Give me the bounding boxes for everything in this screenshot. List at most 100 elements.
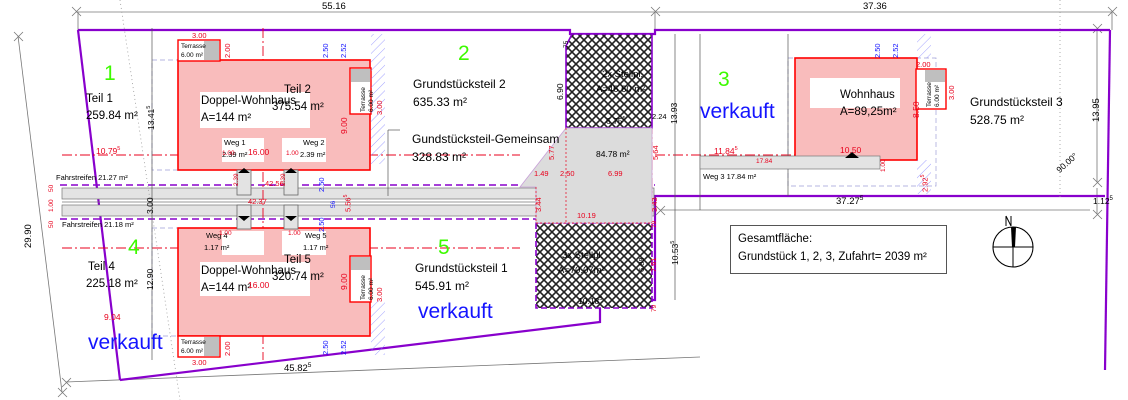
dim-300-t1: 3.00 (375, 100, 384, 115)
weg2-label: Weg 2 (303, 138, 325, 147)
dim-75: 75 (563, 40, 570, 48)
building-duplex-bottom (177, 204, 372, 358)
dim-blue-250e: 2.50 (317, 217, 326, 232)
dim-239a: 2.39 (233, 173, 240, 186)
dotted-guides (119, 0, 1061, 400)
dim-blue-252c: 2.52 (891, 43, 900, 58)
weg3-dim: 17.84 (756, 158, 773, 165)
gst2-name: Grundstücksteil 2 (413, 77, 506, 91)
dim-564: 5.64 (651, 145, 660, 160)
dim-690: 6.90 (555, 83, 565, 100)
dim-761: 7.61 (649, 257, 658, 272)
dim-1184: 11.845 (714, 145, 738, 156)
weg5-area: 1.17 m² (303, 243, 329, 252)
terrasse-area-2: 6.00 m² (181, 348, 204, 355)
dim-343: 3.43 (650, 197, 659, 212)
dim-224: 2.24 (652, 112, 667, 121)
dim-blue-56: 56 (330, 200, 337, 208)
gemeinsam-area: 328.83 m² (412, 150, 467, 164)
dim-200-t2: 2.00 (223, 341, 232, 356)
weg4-area: 1.17 m² (204, 243, 230, 252)
sold-label-center: verkauft (418, 300, 493, 323)
parking-lower-label: 3x Stellpl. (562, 250, 604, 261)
parking-upper (565, 33, 653, 129)
dim-200-wh: 2.00 (916, 60, 931, 69)
dim-300-t2: 3.00 (375, 287, 384, 302)
dim-50b: 50 (48, 220, 55, 228)
gst1-area: 545.91 m² (415, 279, 470, 293)
dim-1050: 10.50 (840, 145, 862, 155)
dim-1600-bot: 16.00 (248, 280, 270, 290)
dim-300-bot: 3.00 (192, 358, 207, 367)
wohnhaus-area: A=89,25m² (840, 106, 897, 118)
house-top-label: Doppel-Wohnhaus (201, 95, 297, 107)
dim-250-red: 2.50 (560, 169, 575, 178)
dim-v904: 9.04 (104, 312, 121, 322)
dim-675: 6.755 (606, 115, 626, 126)
dim-50a: 50 (48, 184, 55, 192)
dim-149: 1.49 (534, 169, 549, 178)
teil4-area: 225.18 m² (86, 278, 138, 290)
dim-100c: 1.00 (219, 230, 232, 237)
dim-top-left: 55.16 (322, 1, 346, 12)
dim-v1079: 10.795 (96, 145, 121, 156)
parcel-number-4: 4 (128, 236, 140, 259)
dim-left-outer: 29.90 (23, 224, 34, 248)
dim-79a: 79 (651, 220, 658, 228)
house-bottom-area: A=144 m² (201, 282, 252, 294)
compass-rose (992, 215, 1034, 268)
dim-v1341: 13.415 (145, 105, 156, 130)
legend-line2: Grundstück 1, 2, 3, Zufahrt= 2039 m² (738, 250, 927, 263)
dim-4256: 42.56 (265, 179, 284, 188)
gst3-area: 528.75 m² (970, 113, 1025, 127)
terrasse-label-3: Terrasse (360, 87, 367, 112)
house-bottom-label: Doppel-Wohnhaus (201, 265, 297, 277)
dim-577: 5.77 (547, 145, 556, 160)
parking-upper-area: A=46,60 m² (596, 84, 646, 95)
teil2-name: Teil 2 (284, 84, 311, 96)
dim-bottom-right: 37.275 (836, 195, 864, 208)
dim-1393: 13.93 (669, 102, 679, 124)
dim-right-lower: 1.125 (1093, 195, 1113, 206)
teil1-name: Teil 1 (86, 93, 113, 105)
dim-blue-250b: 2.50 (321, 340, 330, 355)
dim-100: 1.00 (48, 199, 55, 212)
parcel-number-5: 5 (438, 236, 450, 259)
dim-900-bot: 9.00 (339, 273, 349, 290)
dim-344: 3.44 (534, 197, 543, 212)
dim-blue-250c: 2.50 (873, 43, 882, 58)
parcel-number-3: 3 (718, 68, 730, 91)
dim-1018: 10.185 (578, 295, 603, 306)
dim-292: 2.925 (920, 174, 930, 192)
dim-900-top: 9.00 (339, 117, 349, 134)
weg2-area: 2.39 m² (300, 150, 326, 159)
wohnhaus-label: Wohnhaus (840, 89, 895, 101)
dim-right-upper: 13.95 (1091, 98, 1102, 122)
terrasse-label-1: Terrasse (181, 43, 206, 50)
parking-upper-label: 2x Stellpl. (602, 69, 644, 80)
dim-100a: 1.00 (222, 150, 235, 157)
fahrstreifen-top: Fahrstreifen 21.27 m² (56, 173, 128, 182)
terrasse-area-5: 6.00 m² (934, 84, 941, 107)
dim-850: 8.50 (911, 101, 921, 118)
terrasse-label-5: Terrasse (926, 82, 933, 107)
parking-lower (535, 222, 653, 309)
teil4-name: Teil 4 (88, 261, 115, 273)
dim-79b: 79 (651, 304, 658, 312)
teil1-area: 259.84 m² (86, 110, 138, 122)
common-area-value: 84.78 m² (596, 149, 630, 159)
dim-bottom-left: 45.825 (284, 362, 312, 375)
gst3-name: Grundstücksteil 3 (970, 95, 1063, 109)
teil2-area: 375.54 m² (272, 101, 324, 113)
weg1-label: Weg 1 (224, 138, 246, 147)
dim-300-wh: 3.00 (947, 85, 956, 100)
dim-200-t1: 2.00 (223, 43, 232, 58)
parcel-number-2: 2 (458, 42, 470, 65)
weg3-label: Weg 3 17.84 m² (703, 172, 757, 181)
legend-box: Gesamtfläche: Grundstück 1, 2, 3, Zufahr… (730, 225, 947, 274)
terrasse-label-4: Terrasse (360, 275, 367, 300)
dim-v300-left: 3.00 (145, 197, 155, 214)
gst1-name: Grundstücksteil 1 (415, 261, 508, 275)
weg1-area: 2.39 m² (222, 150, 248, 159)
